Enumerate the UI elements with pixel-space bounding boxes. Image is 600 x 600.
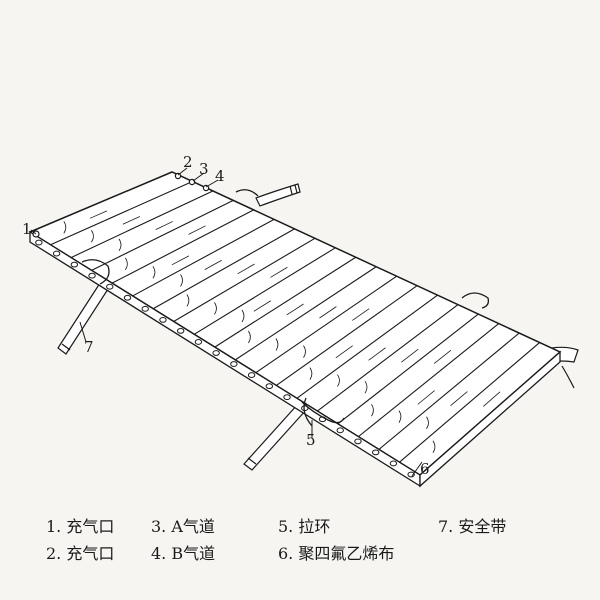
- tube-highlight: [335, 345, 353, 359]
- tube-joint: [398, 410, 402, 423]
- callout-2: 2: [183, 153, 193, 171]
- tube-highlight: [433, 349, 452, 364]
- edge-ring: [230, 361, 238, 367]
- edge-ring: [247, 372, 256, 378]
- edge-ring: [354, 438, 362, 445]
- tube-joint: [275, 338, 279, 351]
- pull-ring-top: [235, 189, 259, 197]
- strap-top-right: [255, 183, 301, 207]
- tube-highlight: [155, 221, 173, 230]
- callout-4: 4: [215, 167, 225, 185]
- tube-divider: [70, 190, 214, 259]
- tube-joint: [371, 403, 374, 417]
- tube-divider: [234, 266, 377, 361]
- tube-joint: [91, 230, 94, 243]
- tube-joint: [118, 238, 122, 252]
- edge-ring: [52, 250, 61, 257]
- tube-divider: [317, 304, 459, 412]
- tube-divider: [111, 209, 254, 284]
- pull-ring-bottom: [301, 397, 345, 427]
- tube-divider: [255, 275, 397, 374]
- edge-ring: [371, 449, 380, 456]
- tube-joint: [152, 266, 156, 279]
- tube-joint: [214, 302, 217, 315]
- tube-highlight: [204, 259, 222, 270]
- pull-ring-right: [461, 292, 490, 309]
- ptfe-cloth-edge-rings: [35, 239, 415, 478]
- callout-6: 6: [420, 460, 430, 478]
- tube-highlight: [171, 255, 190, 266]
- tube-joint: [241, 309, 245, 323]
- callout-1: 1: [22, 220, 32, 238]
- callout-5: 5: [306, 431, 316, 449]
- tube-highlight: [89, 210, 108, 219]
- tube-joint: [248, 330, 251, 344]
- tube-divider: [173, 237, 316, 323]
- edge-ring: [70, 261, 79, 268]
- edge-ring: [123, 294, 132, 301]
- tube-highlight: [450, 391, 468, 406]
- tube-highlight: [270, 266, 288, 278]
- tube-joint: [186, 294, 190, 307]
- tube-highlight: [286, 303, 304, 316]
- edge-ring: [283, 394, 291, 401]
- tube-joint: [426, 416, 429, 429]
- tube-highlight: [237, 263, 255, 275]
- tube-divider: [214, 256, 357, 348]
- edge-ring: [265, 383, 274, 390]
- edge-ring: [35, 239, 43, 246]
- tube-highlight: [483, 391, 501, 407]
- edge-ring: [141, 305, 149, 312]
- tube-divider: [337, 313, 479, 425]
- edge-ring: [212, 350, 220, 356]
- strap-bottom: [243, 403, 307, 471]
- tube-highlight: [122, 216, 141, 225]
- air-tubes: [50, 180, 540, 463]
- edge-ring: [389, 460, 398, 467]
- tube-joint: [63, 221, 67, 234]
- tube-divider: [399, 342, 540, 463]
- tube-highlight: [417, 390, 435, 405]
- tube-divider: [193, 247, 336, 335]
- tube-highlight: [401, 348, 419, 363]
- tube-highlight: [352, 308, 370, 321]
- tube-divider: [378, 332, 520, 450]
- tube-joint: [432, 440, 436, 453]
- edge-ring: [106, 283, 114, 290]
- callout-7: 7: [84, 338, 94, 356]
- tube-joint: [309, 367, 313, 380]
- edge-ring: [194, 339, 203, 345]
- mattress-end-face: [419, 350, 561, 488]
- tube-divider: [132, 218, 275, 297]
- tube-divider: [275, 285, 418, 386]
- tube-highlight: [253, 300, 272, 312]
- pull-ring-left: [81, 259, 110, 285]
- tube-joint: [303, 345, 306, 358]
- edge-ring: [159, 316, 167, 323]
- tube-highlight: [188, 225, 206, 235]
- tube-joint: [180, 274, 183, 287]
- tube-joint: [337, 374, 340, 387]
- tube-divider: [50, 180, 193, 246]
- callout-3: 3: [199, 160, 209, 178]
- tube-divider: [358, 323, 500, 438]
- tube-divider: [296, 294, 438, 399]
- inflation-valves-top: [174, 172, 210, 192]
- edge-ring: [88, 272, 96, 279]
- tube-highlight: [368, 347, 386, 361]
- tube-divider: [91, 199, 234, 271]
- tube-highlight: [319, 306, 337, 319]
- edge-ring: [176, 327, 185, 334]
- tube-joint: [364, 380, 368, 394]
- tube-joint: [124, 257, 128, 271]
- leader-lines: [30, 167, 423, 477]
- edge-ring: [336, 427, 344, 434]
- tube-divider: [152, 228, 295, 310]
